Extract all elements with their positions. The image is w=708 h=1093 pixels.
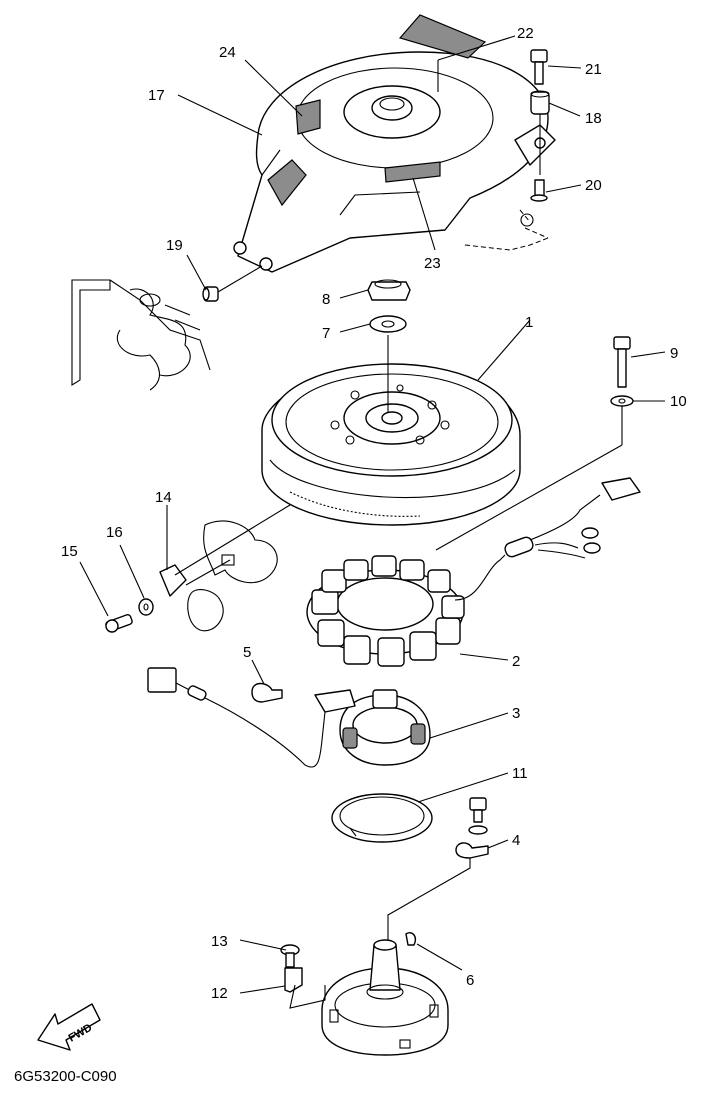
callout-16: 16 (106, 524, 123, 541)
callout-22: 22 (517, 25, 534, 42)
stator (306, 555, 465, 667)
label-22-decal (398, 14, 487, 59)
callout-23: 23 (424, 255, 441, 272)
drawing-code: 6G53200-C090 (14, 1068, 117, 1085)
leader-lines (79, 35, 666, 994)
bracket-14 (159, 504, 291, 632)
bolt-19 (202, 286, 219, 302)
stator-base-plate (321, 939, 449, 1056)
washer-16 (138, 598, 154, 616)
callout-4: 4 (512, 832, 520, 849)
bolt-21 (530, 49, 548, 85)
callout-24: 24 (219, 44, 236, 61)
callout-21: 21 (585, 61, 602, 78)
callout-10: 10 (670, 393, 687, 410)
callout-20: 20 (585, 177, 602, 194)
clamp-5 (251, 682, 283, 703)
screw-13 (280, 944, 300, 968)
callout-3: 3 (512, 705, 520, 722)
callout-5: 5 (243, 644, 251, 661)
key-6 (405, 932, 416, 946)
callout-labels: 1 2 3 4 5 6 7 8 9 10 11 12 13 14 15 16 1… (61, 25, 687, 1002)
callout-14: 14 (155, 489, 172, 506)
label-24-decal (295, 99, 321, 135)
callout-7: 7 (322, 325, 330, 342)
pulser-wiring (147, 667, 326, 768)
nut-8 (367, 279, 411, 301)
stator-wiring (454, 477, 641, 601)
callout-18: 18 (585, 110, 602, 127)
callout-11: 11 (512, 765, 528, 782)
callout-12: 12 (211, 985, 228, 1002)
callout-6: 6 (466, 972, 474, 989)
washer-10 (610, 395, 634, 407)
washer-7 (369, 315, 407, 333)
screw-15 (105, 614, 133, 633)
bracket-12 (284, 967, 326, 1009)
callout-8: 8 (322, 291, 330, 308)
fwd-direction-arrow: FWD (37, 1003, 101, 1051)
pulser-coil (314, 689, 431, 766)
callout-15: 15 (61, 543, 78, 560)
collar-11 (331, 793, 433, 843)
callout-13: 13 (211, 933, 228, 950)
callout-2: 2 (512, 653, 520, 670)
clamp-4-assembly (455, 797, 489, 859)
flywheel-cover (233, 14, 556, 273)
label-23-decal (384, 161, 441, 183)
callout-1: 1 (525, 314, 533, 331)
bolt-9 (613, 336, 631, 388)
flywheel (261, 335, 521, 526)
callout-9: 9 (670, 345, 678, 362)
pin-20 (530, 179, 548, 202)
callout-19: 19 (166, 237, 183, 254)
collar-18 (530, 90, 550, 115)
left-bracket-dashed (71, 279, 211, 391)
callout-17: 17 (148, 87, 165, 104)
